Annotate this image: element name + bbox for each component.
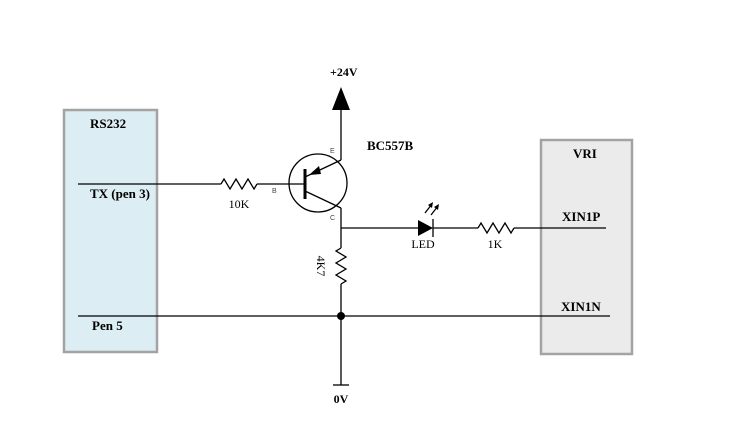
- emitter-arrow: [309, 166, 321, 175]
- vri-box: [539, 138, 634, 356]
- base-pin-label: B: [272, 188, 277, 195]
- led-label: LED: [411, 237, 435, 251]
- transistor-collector-lead: [304, 190, 342, 209]
- transistor-body: [288, 153, 348, 213]
- led-resistor-value: 1K: [488, 237, 503, 251]
- led-resistor-1k: [477, 221, 515, 235]
- rs232-title: RS232: [90, 116, 126, 131]
- emitter-pin-label: E: [330, 148, 335, 155]
- pulldown-resistor-4k7: [334, 247, 348, 285]
- collector-pin-label: C: [330, 215, 335, 222]
- pen5-pin-label: Pen 5: [92, 318, 123, 333]
- supply-arrow: [332, 87, 350, 110]
- led-triangle: [418, 220, 433, 236]
- vri-title: VRI: [573, 146, 597, 161]
- ground-label: 0V: [334, 392, 349, 406]
- xin1p-pin-label: XIN1P: [562, 209, 600, 224]
- pulldown-resistor-value: 4K7: [314, 256, 328, 277]
- base-resistor-value: 10K: [229, 197, 250, 211]
- supply-label: +24V: [330, 65, 358, 79]
- led-light-arrows-icon: [424, 202, 439, 216]
- transistor-part-label: BC557B: [367, 138, 414, 153]
- junction-dot: [337, 312, 345, 320]
- tx-pin-label: TX (pen 3): [90, 186, 150, 201]
- rs232-box: [62, 108, 159, 354]
- xin1n-pin-label: XIN1N: [561, 299, 601, 314]
- base-resistor-10k: [220, 177, 258, 191]
